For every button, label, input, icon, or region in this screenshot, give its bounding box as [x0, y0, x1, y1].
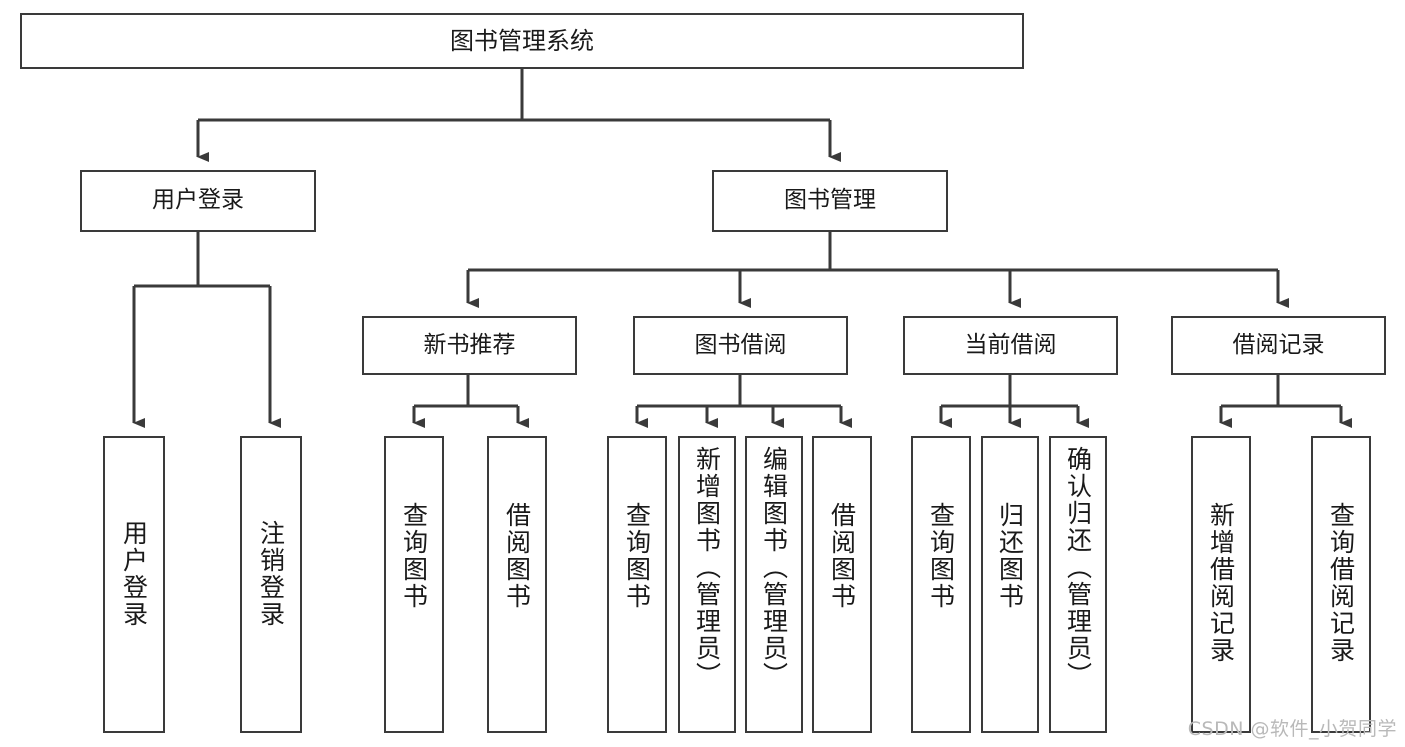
node-leaf-return-book[interactable]: 归还图书	[981, 436, 1039, 733]
node-leaf-query-book-2[interactable]: 查询图书	[607, 436, 667, 733]
node-leaf-query-record[interactable]: 查询借阅记录	[1311, 436, 1371, 733]
node-leaf-logout[interactable]: 注销登录	[240, 436, 302, 733]
node-leaf-add-record[interactable]: 新增借阅记录	[1191, 436, 1251, 733]
node-leaf-add-record-label: 新增借阅记录	[1206, 502, 1236, 664]
csdn-watermark: CSDN @软件_小贺同学	[1187, 718, 1397, 740]
node-new-book-recommend[interactable]: 新书推荐	[362, 316, 577, 375]
node-leaf-query-book-1-label: 查询图书	[399, 502, 429, 610]
node-root-label: 图书管理系统	[450, 26, 594, 55]
node-current-borrow[interactable]: 当前借阅	[903, 316, 1118, 375]
node-leaf-return-book-label: 归还图书	[995, 502, 1025, 610]
node-current-borrow-label: 当前借阅	[964, 331, 1057, 358]
node-leaf-borrow-book-1[interactable]: 借阅图书	[487, 436, 547, 733]
node-leaf-user-login[interactable]: 用户登录	[103, 436, 165, 733]
node-leaf-user-login-label: 用户登录	[119, 520, 149, 628]
node-leaf-query-book-1[interactable]: 查询图书	[384, 436, 444, 733]
node-book-borrow-label: 图书借阅	[694, 331, 787, 358]
node-leaf-query-book-3[interactable]: 查询图书	[911, 436, 971, 733]
node-leaf-logout-label: 注销登录	[256, 520, 286, 628]
node-leaf-borrow-book-2[interactable]: 借阅图书	[812, 436, 872, 733]
node-borrow-record[interactable]: 借阅记录	[1171, 316, 1386, 375]
node-leaf-borrow-book-1-label: 借阅图书	[502, 502, 532, 610]
node-leaf-edit-book-label: 编辑图书（管理员）	[759, 446, 789, 689]
node-borrow-record-label: 借阅记录	[1232, 331, 1325, 358]
node-leaf-query-record-label: 查询借阅记录	[1326, 502, 1356, 664]
node-leaf-confirm-return-label: 确认归还（管理员）	[1063, 446, 1093, 689]
node-book-manage[interactable]: 图书管理	[712, 170, 948, 232]
node-leaf-confirm-return[interactable]: 确认归还（管理员）	[1049, 436, 1107, 733]
node-leaf-add-book-label: 新增图书（管理员）	[692, 446, 722, 689]
node-leaf-add-book[interactable]: 新增图书（管理员）	[678, 436, 736, 733]
node-leaf-edit-book[interactable]: 编辑图书（管理员）	[745, 436, 803, 733]
node-new-book-recommend-label: 新书推荐	[423, 331, 516, 358]
node-user-login-label: 用户登录	[152, 187, 244, 214]
node-leaf-query-book-2-label: 查询图书	[622, 502, 652, 610]
node-leaf-borrow-book-2-label: 借阅图书	[827, 502, 857, 610]
node-user-login[interactable]: 用户登录	[80, 170, 316, 232]
node-leaf-query-book-3-label: 查询图书	[926, 502, 956, 610]
node-book-borrow[interactable]: 图书借阅	[633, 316, 848, 375]
node-root[interactable]: 图书管理系统	[20, 13, 1024, 69]
node-book-manage-label: 图书管理	[784, 187, 876, 214]
